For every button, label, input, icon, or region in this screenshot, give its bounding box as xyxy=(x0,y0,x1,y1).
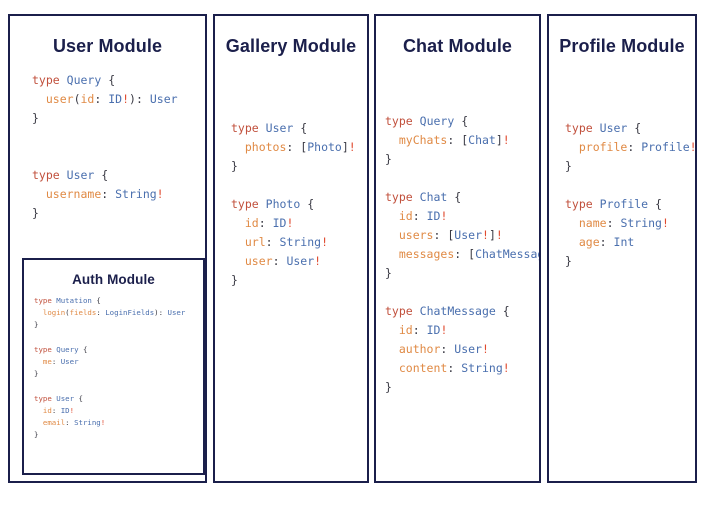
module-card-auth: Auth Module type Mutation { login(fields… xyxy=(22,258,205,475)
module-title-gallery: Gallery Module xyxy=(225,36,357,56)
module-card-chat: Chat Module type Query { myChats: [Chat]… xyxy=(374,14,541,483)
module-code-chat: type Query { myChats: [Chat]! } type Cha… xyxy=(385,114,539,394)
module-title-user: User Module xyxy=(52,36,163,56)
module-code-user: type Query { user(id: ID!): User } type … xyxy=(32,73,178,220)
module-code-gallery: type User { photos: [Photo]! } type Phot… xyxy=(231,121,356,287)
module-title-auth: Auth Module xyxy=(72,272,155,287)
module-card-profile: Profile Module type User { profile: Prof… xyxy=(547,14,697,483)
module-card-gallery: Gallery Module type User { photos: [Phot… xyxy=(213,14,369,483)
module-card-user: User Module type Query { user(id: ID!): … xyxy=(8,14,207,483)
module-code-auth: type Mutation { login(fields: LoginField… xyxy=(34,296,186,440)
module-code-profile: type User { profile: Profile! } type Pro… xyxy=(565,121,697,268)
module-title-chat: Chat Module xyxy=(402,36,513,56)
module-title-profile: Profile Module xyxy=(559,36,685,56)
